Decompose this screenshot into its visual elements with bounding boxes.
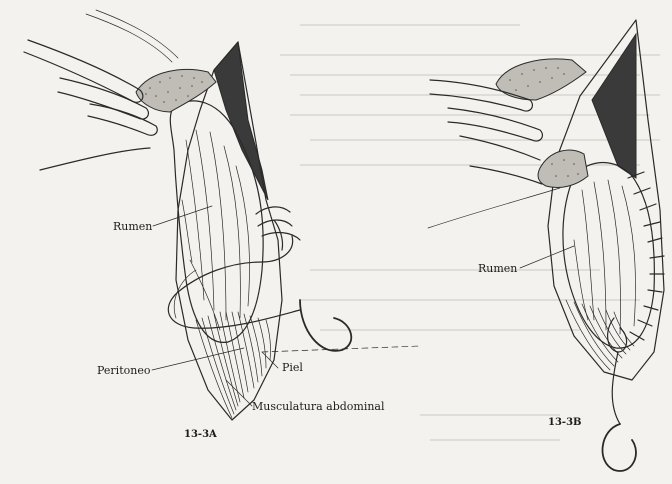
leader-rumen-a	[153, 206, 212, 226]
figure-b-drawing	[428, 20, 664, 471]
leader-lines	[152, 206, 574, 406]
rumen-hatching-b	[574, 180, 636, 334]
suture-thread-b	[428, 188, 560, 228]
incision-wall-a	[214, 42, 268, 200]
label-peritoneo: Peritoneo	[97, 365, 150, 376]
rumen-hatching-a	[182, 130, 250, 330]
suture-thread-b-down	[612, 352, 620, 424]
muscle-layers-b	[566, 300, 634, 370]
leader-piel	[262, 352, 278, 368]
drape-a	[136, 69, 216, 112]
label-piel: Piel	[282, 362, 303, 373]
label-musculatura: Musculatura abdominal	[252, 401, 385, 412]
suture-knot-b	[608, 318, 627, 352]
rumen-b	[563, 163, 654, 349]
needle-b	[603, 424, 636, 471]
hand-fingers-a	[24, 40, 157, 135]
drape-b2	[538, 150, 588, 187]
suture-thread-a-top	[86, 14, 172, 62]
suture-thread-a-top2	[96, 10, 178, 58]
hand-lower-a	[40, 148, 150, 170]
label-rumen-a: Rumen	[113, 221, 152, 232]
needle-a	[300, 300, 351, 351]
label-rumen-b: Rumen	[478, 263, 517, 274]
caption-13-3b: 13-3B	[548, 418, 581, 428]
caption-13-3a: 13-3A	[184, 430, 217, 440]
figure-a-drawing	[24, 10, 420, 420]
